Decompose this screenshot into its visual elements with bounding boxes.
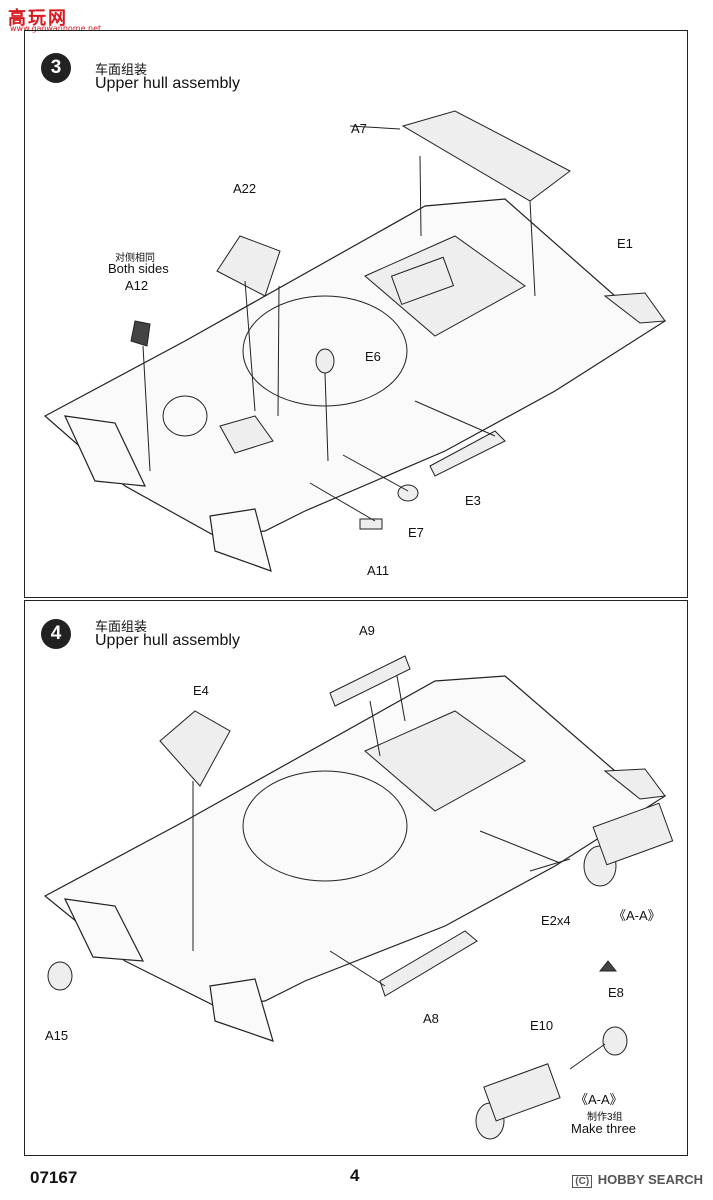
label-a12: A12	[125, 278, 149, 293]
label-e10: E10	[530, 1018, 554, 1033]
watermark-logo: 高玩网 www.gaowanhome.net	[6, 4, 101, 33]
hobby-search-watermark: (C) HOBBY SEARCH	[572, 1172, 703, 1188]
label-section-a-a: 《A-A》	[613, 908, 661, 923]
label-e2x4: E2x4	[541, 913, 571, 928]
label-e7: E7	[408, 525, 424, 540]
part-a15	[47, 961, 73, 991]
label-e1: E1	[617, 236, 633, 251]
part-e6	[315, 348, 335, 374]
part-e10	[483, 1063, 561, 1122]
part-a9	[329, 655, 411, 707]
part-e4	[159, 710, 231, 787]
label-e8: E8	[608, 985, 624, 1000]
hull-front-right-plate	[209, 978, 274, 1042]
arrow-up-icon	[598, 960, 618, 972]
step-title-en: Upper hull assembly	[95, 75, 240, 92]
product-code: 07167	[30, 1168, 78, 1187]
step-number-badge: 4	[41, 619, 71, 649]
label-e6: E6	[365, 349, 381, 364]
part-e3	[429, 430, 506, 477]
part-e1	[603, 292, 666, 324]
label-a9: A9	[359, 623, 375, 638]
label-a22: A22	[233, 181, 257, 196]
label-e3: E3	[465, 493, 481, 508]
label-make-three-zh: 制作3组	[587, 1112, 623, 1123]
step-title-zh: 车面组装	[95, 62, 148, 77]
step-3-assembly-diagram	[43, 110, 667, 572]
label-make-three-en: Make three	[571, 1121, 637, 1136]
step-4-assembly-diagram	[43, 655, 674, 1140]
fender-rear	[603, 768, 666, 800]
hull-front-right-plate	[209, 508, 272, 572]
turret-ring	[242, 295, 408, 407]
hull-front-left-plate	[63, 898, 145, 962]
part-a11	[359, 518, 383, 530]
step-number-badge: 3	[41, 53, 71, 83]
label-e4: E4	[193, 683, 209, 698]
label-both-sides-en: Both sides	[108, 261, 169, 276]
engine-hatch	[390, 256, 455, 305]
label-a11: A11	[367, 563, 390, 578]
label-section-a-a-2: 《A-A》	[575, 1092, 623, 1107]
hull-front-left-plate	[63, 415, 146, 487]
label-both-sides-zh: 对侧相同	[115, 253, 155, 264]
part-a22	[216, 235, 281, 297]
label-a7: A7	[351, 121, 367, 136]
part-a8	[379, 930, 478, 997]
part-e7	[397, 484, 419, 502]
hobby-search-text: HOBBY SEARCH	[597, 1172, 703, 1187]
page-number: 4	[350, 1166, 360, 1185]
step-4-panel: 4 车面组装 Upper hull assembly A9	[24, 600, 688, 1156]
hatch-cupola	[162, 395, 208, 437]
part-e8	[602, 1026, 628, 1056]
part-e2	[529, 858, 571, 872]
step-title-en: Upper hull assembly	[95, 632, 240, 649]
step-3-panel: 3 车面组装 Upper hull assembly	[24, 30, 688, 598]
part-a12	[130, 320, 151, 347]
label-a8: A8	[423, 1011, 439, 1026]
hobby-search-logo-icon: (C)	[572, 1175, 593, 1188]
watermark-url: www.gaowanhome.net	[10, 24, 102, 33]
watermark-brand: 高玩网	[8, 8, 68, 28]
step-title-zh: 车面组装	[95, 619, 148, 634]
turret-ring	[242, 770, 408, 882]
fuel-tank-assembled	[592, 802, 674, 866]
label-a15: A15	[45, 1028, 69, 1043]
part-a7-louver	[401, 110, 571, 202]
driver-hatch	[219, 415, 274, 454]
engine-deck	[364, 710, 526, 812]
